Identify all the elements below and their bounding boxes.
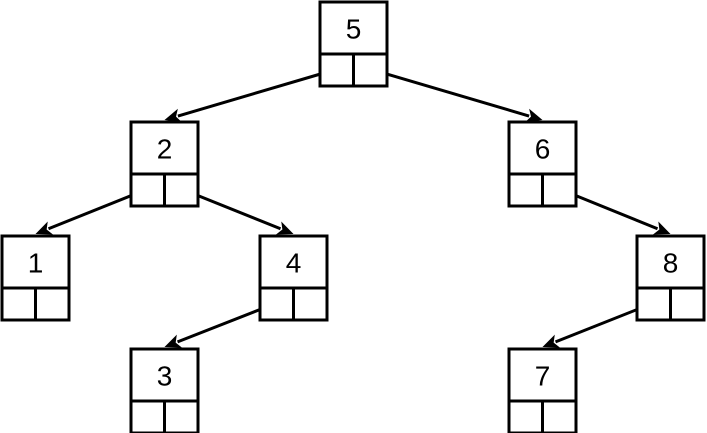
tree-node-8: 8 (635, 234, 706, 322)
edge-n2-to-n4 (183, 188, 294, 235)
arrowhead (542, 334, 560, 348)
arrowhead (276, 221, 294, 235)
node-box (507, 347, 578, 433)
node-value-label: 1 (28, 248, 44, 279)
tree-node-2: 2 (129, 120, 200, 208)
edge-n8-to-n7 (542, 302, 652, 348)
edges-layer (35, 68, 671, 348)
tree-node-7: 7 (507, 347, 578, 433)
edge-line (554, 302, 652, 344)
node-value-label: 3 (157, 361, 173, 392)
node-value-label: 2 (157, 134, 173, 165)
arrowhead (164, 334, 182, 348)
tree-node-5: 5 (318, 0, 389, 88)
node-value-label: 4 (286, 248, 302, 279)
tree-node-1: 1 (0, 234, 71, 322)
edge-line (177, 68, 335, 118)
edge-line (183, 188, 282, 231)
edge-n2-to-n1 (35, 188, 146, 235)
edge-line (47, 188, 146, 231)
tree-node-3: 3 (129, 347, 200, 433)
edge-n4-to-n3 (164, 302, 275, 348)
edge-line (561, 188, 659, 231)
edge-line (372, 68, 530, 118)
edge-n6-to-n8 (561, 188, 671, 235)
tree-node-4: 4 (258, 234, 329, 322)
node-value-label: 5 (346, 14, 362, 45)
edge-n5-to-n6 (372, 68, 543, 123)
arrowhead (35, 221, 53, 235)
edge-line (176, 302, 275, 344)
arrowhead (164, 108, 182, 123)
node-value-label: 7 (535, 361, 551, 392)
node-value-label: 6 (535, 134, 551, 165)
edge-n5-to-n2 (164, 68, 335, 123)
arrowhead (525, 108, 543, 123)
arrowhead (653, 221, 671, 235)
tree-node-6: 6 (507, 120, 578, 208)
node-value-label: 8 (663, 248, 679, 279)
